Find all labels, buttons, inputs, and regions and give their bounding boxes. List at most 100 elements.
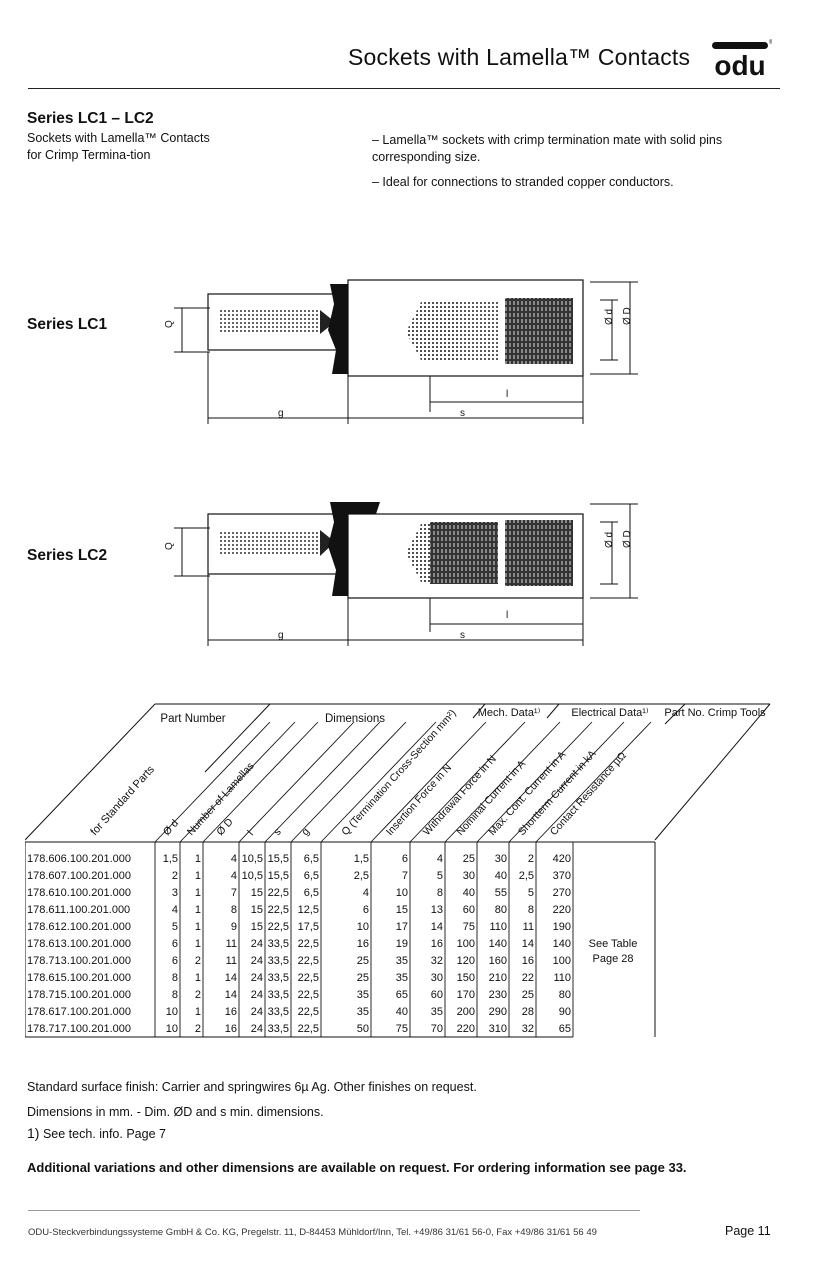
part-number-cell: 178.715.100.201.000 <box>27 989 131 1001</box>
series-description: Sockets with Lamella™ Contacts for Crimp… <box>27 131 210 162</box>
table-cell: 22,5 <box>298 989 319 1001</box>
dim-label-Q: Q <box>164 320 175 328</box>
bullet-item: – Lamella™ sockets with crimp terminatio… <box>372 133 723 164</box>
dim-label-D: Ø D <box>622 530 633 548</box>
table-cell: 12,5 <box>298 904 319 916</box>
table-cell: 8 <box>172 972 178 984</box>
part-number-cell: 178.611.100.201.000 <box>27 904 130 916</box>
table-cell: 10,5 <box>242 853 263 865</box>
dim-label-g: g <box>278 630 284 641</box>
table-cell: 25 <box>522 989 534 1001</box>
table-cell: 10 <box>357 921 369 933</box>
table-cell: 33,5 <box>268 955 289 967</box>
group-header-part-number: Part Number <box>160 713 225 725</box>
table-cell: 1 <box>195 1006 201 1018</box>
table-cell: 6,5 <box>304 870 319 882</box>
table-cell: 16 <box>431 938 443 950</box>
table-cell: 8 <box>437 887 443 899</box>
spec-table: Part Number Dimensions Mech. Data¹⁾ Elec… <box>24 700 795 1050</box>
series-lc1-label: Series LC1 <box>27 316 108 333</box>
table-cell: 90 <box>559 1006 571 1018</box>
table-cell: 80 <box>495 904 507 916</box>
table-cell: 7 <box>231 887 237 899</box>
table-cell: 30 <box>495 853 507 865</box>
table-cell: 24 <box>251 989 263 1001</box>
table-cell: 14 <box>522 938 534 950</box>
socket-drawing-svg: Ø d Ø D Q l g s <box>164 502 638 646</box>
table-cell: 220 <box>457 1023 475 1035</box>
table-cell: 75 <box>463 921 475 933</box>
table-cell: 1 <box>195 853 201 865</box>
part-number-cell: 178.606.100.201.000 <box>27 853 131 865</box>
table-cell: 7 <box>402 870 408 882</box>
table-cell: 9 <box>231 921 237 933</box>
table-cell: 32 <box>522 1023 534 1035</box>
column-header: for Standard Parts <box>88 763 157 838</box>
table-cell: 35 <box>431 1006 443 1018</box>
table-cell: 4 <box>231 870 237 882</box>
table-cell: 110 <box>553 972 571 984</box>
table-cell: 2 <box>195 955 201 967</box>
table-cell: 5 <box>437 870 443 882</box>
table-cell: 24 <box>251 972 263 984</box>
table-cell: 2 <box>528 853 534 865</box>
crimp-tools-note: See Table <box>589 938 638 950</box>
page-number: Page 11 <box>725 1224 771 1238</box>
table-cell: 140 <box>489 938 507 950</box>
table-cell: 6 <box>402 853 408 865</box>
ordering-note: Additional variations and other dimensio… <box>27 1160 687 1175</box>
table-cell: 33,5 <box>268 1023 289 1035</box>
table-cell: 22,5 <box>298 1023 319 1035</box>
series-lc2-label: Series LC2 <box>27 547 108 564</box>
table-cell: 22,5 <box>268 921 289 933</box>
table-cell: 22,5 <box>298 1006 319 1018</box>
table-cell: 4 <box>231 853 237 865</box>
table-cell: 220 <box>553 904 571 916</box>
table-cell: 6 <box>172 938 178 950</box>
group-header-crimp-tools: Part No. Crimp Tools <box>664 707 766 719</box>
table-cell: 60 <box>431 989 443 1001</box>
table-cell: 100 <box>553 955 571 967</box>
series-lc2-drawing: Ø d Ø D Q l g s <box>160 500 660 660</box>
part-number-cell: 178.615.100.201.000 <box>27 972 131 984</box>
registered-mark: ® <box>769 39 772 46</box>
table-cell: 22,5 <box>298 955 319 967</box>
table-cell: 140 <box>553 938 571 950</box>
footer-rule <box>28 1210 640 1211</box>
part-number-cell: 178.617.100.201.000 <box>27 1006 131 1018</box>
table-cell: 1 <box>195 921 201 933</box>
table-cell: 15,5 <box>268 870 289 882</box>
table-cell: 35 <box>357 1006 369 1018</box>
table-cell: 6 <box>172 955 178 967</box>
table-cell: 100 <box>457 938 475 950</box>
table-cell: 33,5 <box>268 1006 289 1018</box>
table-cell: 55 <box>495 887 507 899</box>
table-cell: 24 <box>251 955 263 967</box>
table-cell: 6 <box>363 904 369 916</box>
table-cell: 50 <box>357 1023 369 1035</box>
part-number-cell: 178.607.100.201.000 <box>27 870 131 882</box>
page-header-title: Sockets with Lamella™ Contacts <box>348 44 691 70</box>
series-lc1-drawing: Ø d Ø D Q l g s <box>160 270 660 430</box>
table-cell: 11 <box>226 938 237 950</box>
footnote: 1) See tech. info. Page 7 <box>27 1125 166 1141</box>
column-header: l <box>245 828 255 838</box>
table-cell: 40 <box>495 870 507 882</box>
table-cell: 22,5 <box>298 972 319 984</box>
table-cell: 16 <box>522 955 534 967</box>
table-cell: 60 <box>463 904 475 916</box>
table-cell: 10 <box>166 1023 178 1035</box>
table-cell: 310 <box>489 1023 507 1035</box>
table-cell: 40 <box>463 887 475 899</box>
dimensions-note: Dimensions in mm. - Dim. ØD and s min. d… <box>27 1105 324 1119</box>
part-number-cell: 178.713.100.201.000 <box>27 955 131 967</box>
table-cell: 110 <box>489 921 507 933</box>
part-number-cell: 178.612.100.201.000 <box>27 921 131 933</box>
header-rule <box>28 88 780 89</box>
table-cell: 13 <box>431 904 443 916</box>
table-cell: 24 <box>251 1023 263 1035</box>
group-header-electrical: Electrical Data¹⁾ <box>571 707 649 719</box>
table-cell: 270 <box>553 887 571 899</box>
table-cell: 32 <box>431 955 443 967</box>
table-cell: 170 <box>457 989 475 1001</box>
